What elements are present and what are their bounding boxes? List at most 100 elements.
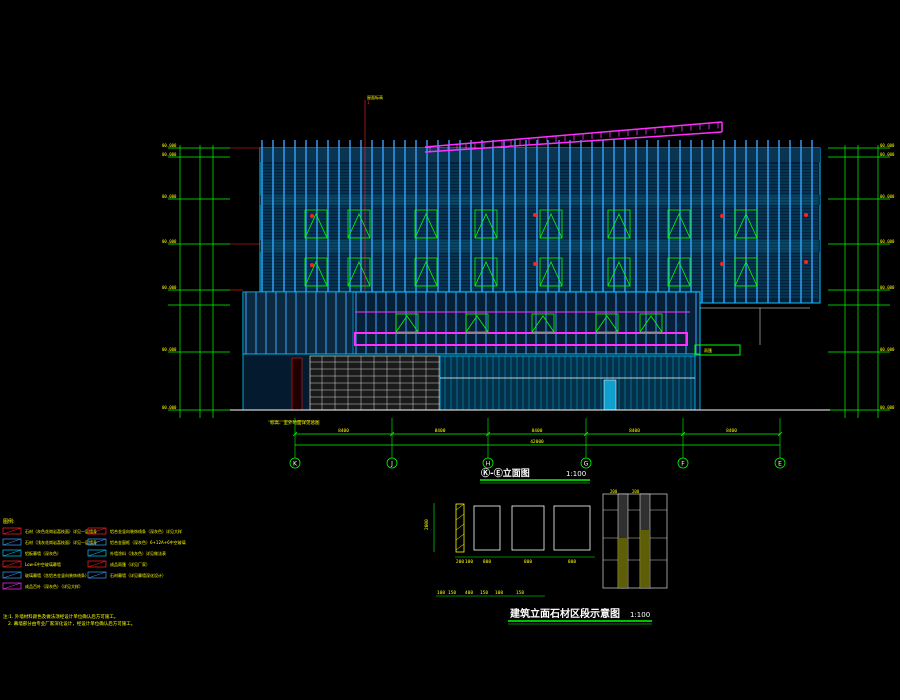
stone-bottom-dimension-text: 150 [448, 590, 456, 596]
dimension-text: 8400 [338, 428, 349, 434]
window-opening-mark [667, 261, 691, 287]
window-frame [607, 209, 631, 239]
window-opening-mark [734, 213, 758, 239]
svg-text:00.000: 00.000 [880, 285, 895, 290]
stone-cladding-grid [310, 356, 440, 410]
window-frame [474, 257, 498, 287]
legend-left-column: 石材（灰色花岗岩荔枝面）详见一层墙身石材（浅灰花岗岩荔枝面）详见一层墙身铝板幕墙… [2, 527, 97, 590]
right-elevation-scale [828, 145, 890, 418]
left-level-red-lines [230, 147, 260, 291]
svg-text:1: 1 [367, 100, 370, 105]
legend-swatch-hatch [2, 560, 22, 568]
window-frame [304, 209, 328, 239]
legend-swatch [2, 571, 22, 579]
window-opening-mark [639, 315, 663, 333]
stone-zone-schematic: 200 200 [602, 489, 668, 589]
svg-text:00.000: 00.000 [880, 194, 895, 199]
stone-dimension-text: 200 [456, 559, 464, 565]
window-frame [465, 313, 489, 333]
red-marker [310, 214, 314, 218]
legend-swatch-hatch [2, 538, 22, 546]
window-opening-mark [395, 315, 419, 333]
red-marker [804, 213, 808, 217]
axis-bubble [580, 457, 592, 469]
legend-right-column: 铝合金竖向装饰线条（深灰色）详见大样铝合金窗框（深灰色）6+12A+6中空玻璃外… [87, 527, 186, 579]
svg-text:200: 200 [610, 489, 618, 494]
svg-text:00.000: 00.000 [162, 347, 177, 352]
axis-label: F [681, 461, 685, 468]
legend-entry-text: 外墙涂料（浅灰色）详见做法表 [110, 550, 166, 556]
red-marker [804, 260, 808, 264]
legend-swatch-hatch [2, 582, 22, 590]
window-opening-mark [539, 261, 563, 287]
legend-swatch-hatch [87, 549, 107, 557]
window-frame [639, 313, 663, 333]
legend-swatch-hatch [2, 527, 22, 535]
axis-bubble [677, 457, 689, 469]
legend-swatch [87, 527, 107, 535]
window-opening-mark [734, 261, 758, 287]
window-frame [347, 257, 371, 287]
legend-entry-text: 石材（灰色花岗岩荔枝面）详见一层墙身 [25, 528, 97, 534]
stone-dimension-text: 800 [568, 559, 576, 565]
window-frame [734, 257, 758, 287]
legend-entry-text: 石材（浅灰花岗岩荔枝面）详见一层墙身 [25, 539, 97, 545]
legend-entry-text: 成品雨篷（详见厂家） [110, 561, 150, 567]
svg-text:屋面标高: 屋面标高 [367, 94, 383, 100]
window-opening-mark [414, 261, 438, 287]
roof-canopy-ribs [429, 122, 719, 153]
dimension-tick [292, 431, 298, 437]
legend-swatch [2, 527, 22, 535]
red-marker [720, 214, 724, 218]
roof-callout: 屋面标高 1 [364, 94, 383, 300]
legend-swatch [2, 560, 22, 568]
window-opening-mark [595, 315, 619, 333]
roof-canopy [424, 121, 723, 153]
legend-swatch [87, 560, 107, 568]
note-1: 注:1. 外墙材料颜色及做法须经设计单位确认后方可施工。 [3, 613, 118, 620]
lower-section [242, 353, 701, 411]
stone-bottom-dimension-text: 400 [465, 590, 473, 596]
axis-bubble [774, 457, 786, 469]
window-opening-mark [465, 315, 489, 333]
axis-label: K [293, 461, 298, 468]
svg-text:00.000: 00.000 [162, 405, 177, 410]
red-marker [533, 213, 537, 217]
stone-dimension-text: 100 [465, 559, 473, 565]
window-frame [531, 313, 555, 333]
legend-heading: 图例: [3, 518, 15, 525]
axis-label: H [486, 461, 491, 468]
stone-bottom-dimension-text: 100 [495, 590, 503, 596]
note-2: 2. 幕墙部分由专业厂家深化设计，经设计单位确认后方可施工。 [8, 620, 135, 627]
legend-entry-text: 铝合金窗框（深灰色）6+12A+6中空玻璃 [110, 539, 186, 545]
svg-text:00.000: 00.000 [162, 143, 177, 148]
legend-swatch [87, 549, 107, 557]
legend-entry-text: 铝板幕墙（深灰色） [25, 550, 61, 556]
window-frame [667, 209, 691, 239]
dimension-text: 8400 [532, 428, 543, 434]
axis-bubble [289, 457, 301, 469]
axis-label: E [778, 461, 782, 468]
upper-window-frames [304, 209, 758, 287]
window-frame [539, 257, 563, 287]
axis-label: G [584, 461, 589, 468]
legend-swatch [87, 571, 107, 579]
window-frame [414, 257, 438, 287]
window-opening-mark [414, 213, 438, 239]
legend-entry-text: 石材幕墙（详见幕墙深化设计） [110, 572, 166, 578]
window-frame [607, 257, 631, 287]
legend-swatch [2, 549, 22, 557]
elevation-title: Ⓚ-Ⓔ立面图 [481, 467, 530, 479]
window-opening-mark [667, 213, 691, 239]
middle-window-frames [395, 313, 663, 333]
window-frame [539, 209, 563, 239]
svg-text:00.000: 00.000 [880, 239, 895, 244]
red-marker [720, 262, 724, 266]
